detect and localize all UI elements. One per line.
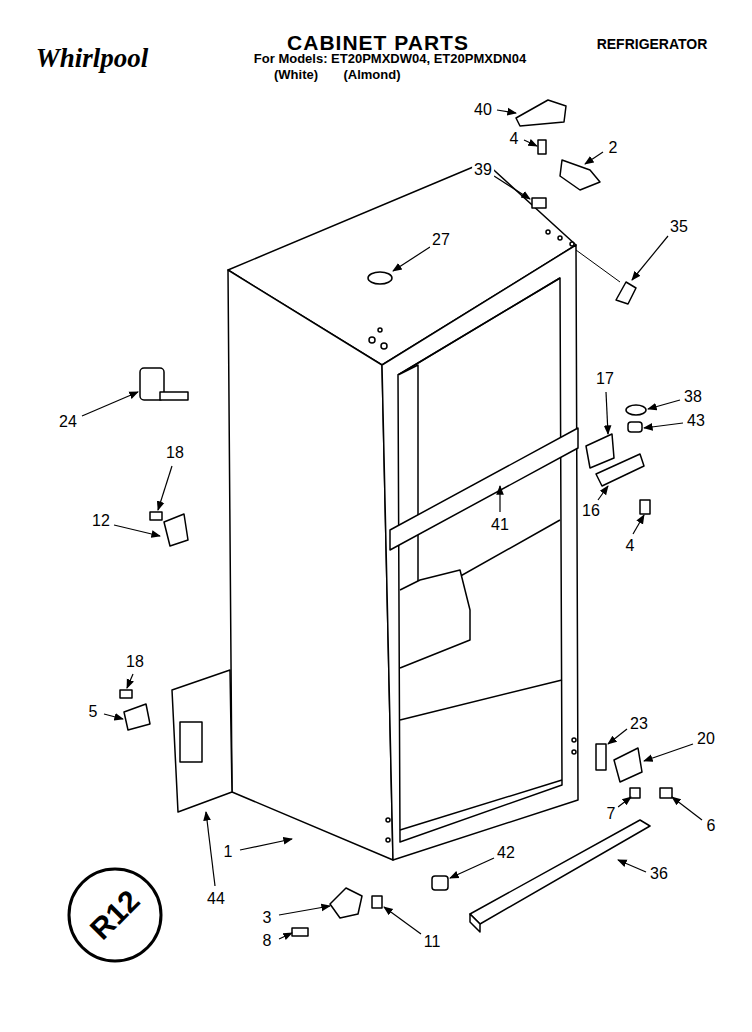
callout-number: 36 — [648, 865, 670, 883]
callout-number: 20 — [695, 730, 717, 748]
appliance-type: REFRIGERATOR — [595, 36, 710, 52]
callout-number: 27 — [430, 231, 452, 249]
color-note: (White) — [272, 67, 320, 82]
callout-number: 38 — [682, 388, 704, 406]
callout-number: 2 — [607, 139, 620, 157]
color-note: (Almond) — [341, 67, 402, 82]
callout-number: 3 — [261, 909, 274, 927]
model-numbers: For Models: ET20PMXDW04, ET20PMXDN04 — [252, 51, 528, 66]
callout-number: 39 — [472, 161, 494, 179]
callout-number: 16 — [580, 502, 602, 520]
leader-lines — [82, 110, 702, 939]
callout-number: 11 — [422, 933, 443, 951]
callout-number: 23 — [628, 715, 650, 733]
callout-number: 7 — [605, 805, 618, 823]
callout-number: 8 — [261, 932, 274, 950]
callout-number: 24 — [57, 413, 79, 431]
callout-number: 43 — [685, 412, 707, 430]
callout-number: 6 — [705, 817, 718, 835]
brand-logo: Whirlpool — [34, 44, 151, 73]
callout-number: 4 — [624, 537, 637, 555]
callout-number: 12 — [90, 512, 112, 530]
callout-number: 35 — [668, 218, 690, 236]
callout-number: 18 — [124, 653, 146, 671]
callout-number: 40 — [472, 101, 494, 119]
callout-number: 18 — [164, 444, 186, 462]
callout-number: 5 — [87, 703, 100, 721]
callout-number: 1 — [222, 843, 235, 861]
callout-number: 17 — [594, 370, 616, 388]
callout-number: 4 — [508, 130, 521, 148]
callout-number: 42 — [495, 844, 517, 862]
callout-number: 44 — [205, 890, 227, 908]
callout-number: 41 — [489, 516, 511, 534]
